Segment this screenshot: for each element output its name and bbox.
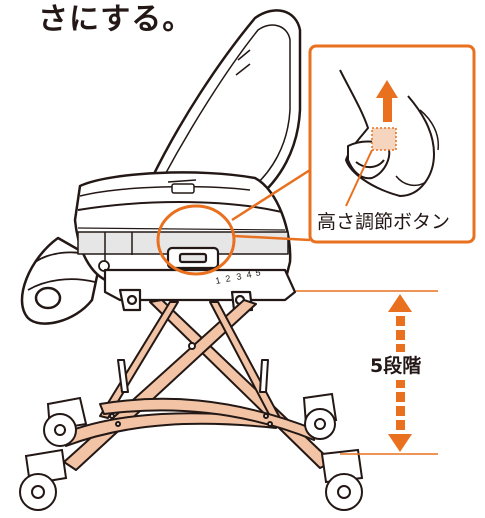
inset-zoom-box (308, 44, 476, 244)
up-arrow-icon (376, 80, 398, 122)
height-adjust-button-label: 高さ調節ボタン (317, 210, 451, 234)
level-5: 5 (255, 267, 262, 278)
level-4: 4 (246, 269, 253, 280)
seat-body (73, 171, 292, 284)
height-reference-lines (296, 290, 438, 455)
caster-wheel-icon (19, 448, 68, 511)
level-2: 2 (225, 273, 232, 284)
height-adjust-base (103, 246, 297, 312)
level-3: 3 (236, 271, 243, 282)
caster-wheel-icon (302, 392, 338, 440)
double-arrow-icon (388, 294, 412, 452)
level-1: 1 (215, 275, 222, 286)
seat-backrest (148, 9, 302, 202)
height-levels-label: 5段階 (368, 354, 424, 378)
height-level-numbers: 1 2 3 4 5 (215, 267, 262, 286)
caster-wheels (19, 392, 364, 511)
instruction-heading: さにする。 (38, 2, 194, 37)
x-frame-legs (61, 299, 333, 471)
caster-wheel-icon (320, 448, 364, 511)
button-highlight (156, 168, 311, 276)
footrest (20, 236, 102, 325)
caster-wheel-icon (43, 396, 88, 447)
